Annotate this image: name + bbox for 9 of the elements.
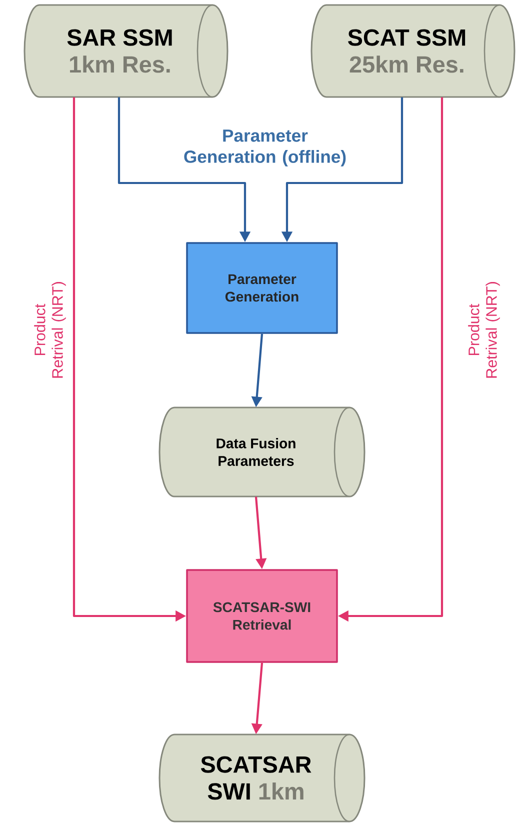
database-cylinder: SCATSAR SWI 1km <box>158 734 366 822</box>
edge-label: Product Retrival (NRT) <box>468 282 500 378</box>
database-cylinder: SCAT SSM 25km Res. <box>310 4 516 98</box>
database-cylinder: Data Fusion Parameters <box>158 406 366 498</box>
edge-label: Product Retrival (NRT) <box>34 282 66 378</box>
database-cylinder: SAR SSM 1km Res. <box>24 4 228 98</box>
process-box: SCATSAR-SWI Retrieval <box>186 569 338 663</box>
process-box: Parameter Generation <box>186 242 338 334</box>
flow-label: Parameter Generation (offline) <box>184 130 346 166</box>
